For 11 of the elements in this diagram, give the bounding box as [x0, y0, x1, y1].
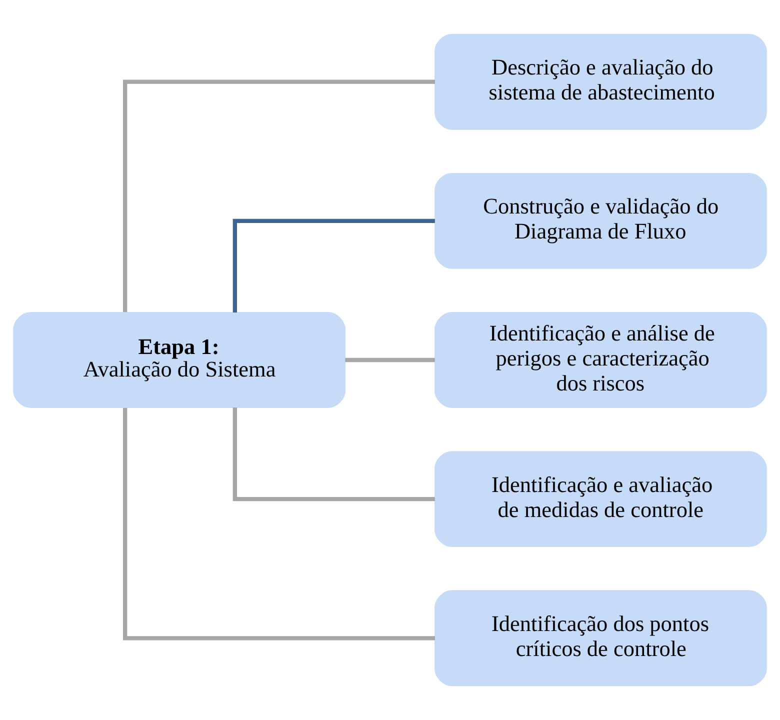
node-box: Construção e validação do Diagrama de Fluxo — [434, 172, 767, 269]
connector — [232, 407, 435, 502]
node-box: Descrição e avaliação do sistema de abastecimento — [434, 34, 767, 130]
connector — [345, 358, 435, 362]
connector — [232, 218, 435, 313]
node-box: Identificação e análise de perigos e caracterização dos riscos — [434, 312, 767, 408]
connector — [122, 408, 436, 640]
node-box: Identificação dos pontos críticos de controle — [434, 590, 767, 686]
node-box: Etapa 1: Avaliação do Sistema — [13, 312, 346, 408]
node-box: Identificação e avaliação de medidas de controle — [434, 451, 767, 548]
connector — [122, 80, 436, 312]
